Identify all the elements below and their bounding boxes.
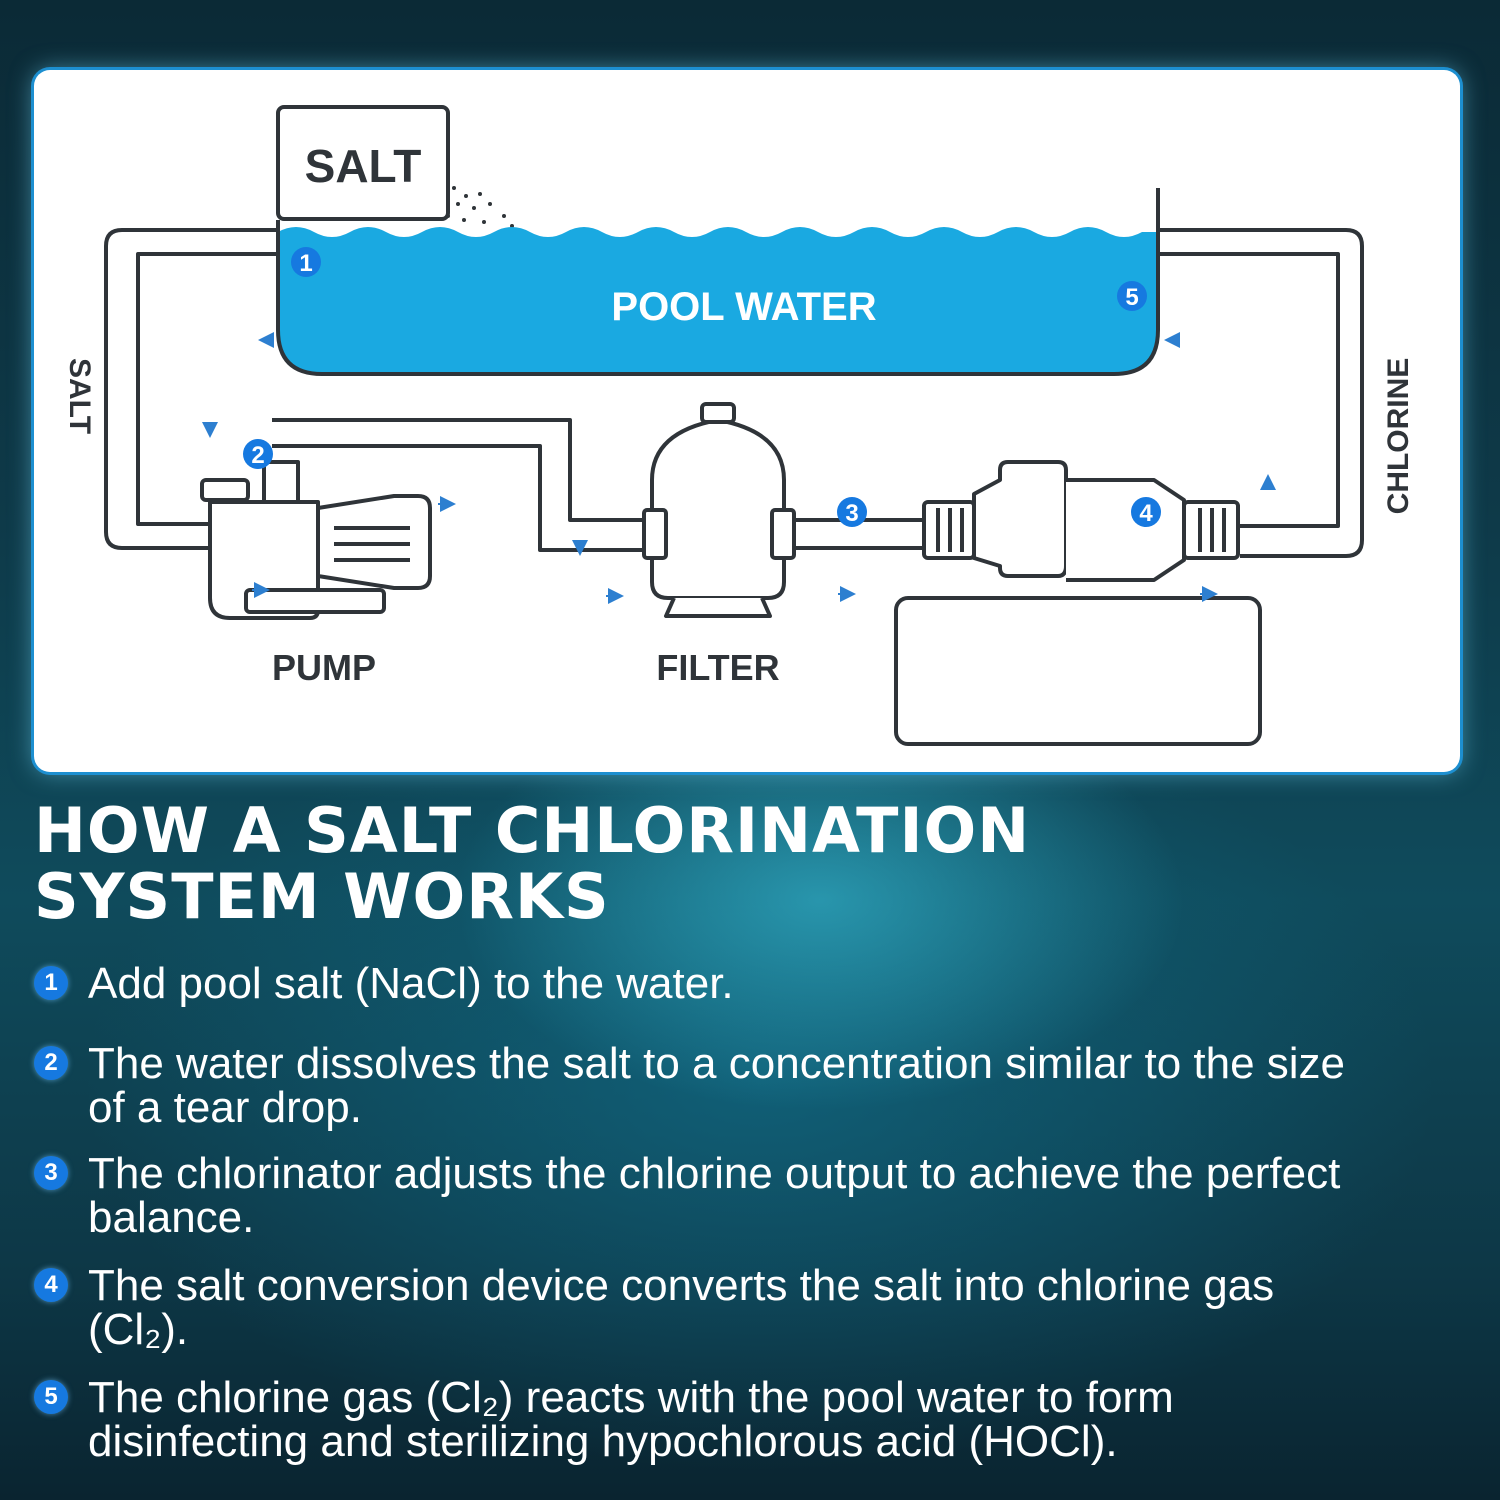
step-number-badge: 5 [34, 1380, 68, 1414]
list-item-step-1: 1 Add pool salt (NaCl) to the water. [34, 962, 1374, 1006]
step-number-badge: 3 [34, 1156, 68, 1190]
diagram-markers: 1 2 3 4 5 [243, 247, 1161, 527]
step-text: The salt conversion device converts the … [88, 1261, 1275, 1354]
svg-text:3: 3 [845, 500, 858, 527]
list-item-step-2: 2 The water dissolves the salt to a conc… [34, 1042, 1374, 1130]
pump [200, 460, 432, 620]
svg-text:2: 2 [251, 442, 264, 469]
step-number-badge: 1 [34, 966, 68, 1000]
salt-box-label: SALT [305, 140, 422, 192]
pump-filter-pipe [272, 418, 644, 522]
marker-1: 1 [291, 247, 321, 277]
step-text: The water dissolves the salt to a concen… [88, 1039, 1346, 1132]
step-number-badge: 2 [34, 1046, 68, 1080]
filter-label: FILTER [656, 647, 779, 688]
chlorinator [922, 460, 1240, 582]
filter [642, 402, 796, 618]
pool-label: POOL WATER [611, 285, 876, 329]
pool: POOL WATER [276, 188, 1160, 376]
marker-4: 4 [1131, 497, 1161, 527]
flow-arrows [202, 332, 1276, 604]
left-side-label: SALT [63, 358, 96, 434]
marker-5: 5 [1117, 281, 1147, 311]
diagram-panel: SALT POOL WATER PUMP [34, 70, 1460, 772]
list-item-step-4: 4 The salt conversion device converts th… [34, 1264, 1374, 1352]
pump-label: PUMP [272, 647, 376, 688]
salt-chlorination-diagram: SALT POOL WATER PUMP [63, 105, 1415, 746]
pool-wall [276, 188, 1160, 376]
salt-grains [446, 186, 514, 228]
marker-3: 3 [837, 497, 867, 527]
step-text: The chlorine gas (Cl₂) reacts with the p… [88, 1373, 1174, 1466]
salt-box: SALT [276, 105, 514, 228]
pool-water [278, 227, 1158, 374]
svg-text:5: 5 [1125, 284, 1138, 311]
salt-return-pipe [104, 228, 276, 550]
step-text: The chlorinator adjusts the chlorine out… [88, 1149, 1341, 1242]
svg-text:4: 4 [1139, 500, 1153, 527]
page-title: HOW A SALT CHLORINATION SYSTEM WORKS [34, 794, 1031, 933]
right-side-label: CHLORINE [1382, 358, 1415, 515]
control-box [894, 596, 1262, 746]
list-item-step-5: 5 The chlorine gas (Cl₂) reacts with the… [34, 1376, 1374, 1464]
chlorine-return-pipe [1158, 228, 1364, 558]
marker-2: 2 [243, 439, 273, 469]
step-text: Add pool salt (NaCl) to the water. [88, 959, 734, 1008]
list-item-step-3: 3 The chlorinator adjusts the chlorine o… [34, 1152, 1374, 1240]
step-number-badge: 4 [34, 1268, 68, 1302]
svg-text:1: 1 [299, 250, 312, 277]
